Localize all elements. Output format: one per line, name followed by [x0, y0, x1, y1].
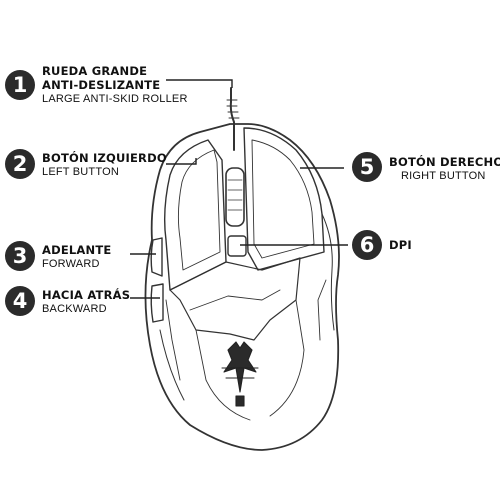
- label-en-1: LARGE ANTI-SKID ROLLER: [42, 93, 188, 105]
- label-en-4: BACKWARD: [42, 303, 107, 315]
- leader-line-2: [166, 158, 197, 165]
- callout-label-4: HACIA ATRÁS BACKWARD: [42, 288, 130, 316]
- scroll-wheel: [225, 167, 245, 227]
- label-es-1b: ANTI-DESLIZANTE: [42, 78, 161, 92]
- label-es-1a: RUEDA GRANDE: [42, 64, 148, 78]
- callout-label-1: RUEDA GRANDE ANTI-DESLIZANTE LARGE ANTI-…: [42, 64, 188, 106]
- label-en-3: FORWARD: [42, 258, 100, 270]
- callout-label-2: BOTÓN IZQUIERDO LEFT BUTTON: [42, 151, 167, 179]
- callout-badge-6: 6: [352, 230, 382, 260]
- brand-logo-emblem: [221, 341, 259, 407]
- leader-line-1: [166, 79, 233, 88]
- backward-button-outline: [150, 283, 164, 323]
- callout-badge-5: 5: [352, 152, 382, 182]
- mouse-body-outline: [144, 123, 340, 451]
- callout-label-5: BOTÓN DERECHO RIGHT BUTTON: [389, 155, 500, 183]
- callout-badge-2: 2: [5, 149, 35, 179]
- label-en-2: LEFT BUTTON: [42, 166, 119, 178]
- forward-button-outline: [150, 237, 163, 277]
- dpi-button-outline: [227, 235, 247, 257]
- callout-badge-1: 1: [5, 70, 35, 100]
- right-button-outline: [243, 127, 325, 271]
- label-es-4: HACIA ATRÁS: [42, 288, 131, 302]
- label-es-2: BOTÓN IZQUIERDO: [42, 151, 167, 165]
- label-es-5: BOTÓN DERECHO: [389, 155, 500, 169]
- label-en-5: RIGHT BUTTON: [401, 170, 486, 182]
- callout-badge-3: 3: [5, 241, 35, 271]
- callout-badge-4: 4: [5, 286, 35, 316]
- callout-label-6: DPI: [389, 238, 412, 252]
- mouse-cable: [229, 87, 235, 151]
- left-button-outline: [163, 139, 227, 291]
- callout-label-3: ADELANTE FORWARD: [42, 243, 111, 271]
- label-es-3: ADELANTE: [42, 243, 112, 257]
- label-es-6: DPI: [389, 238, 412, 252]
